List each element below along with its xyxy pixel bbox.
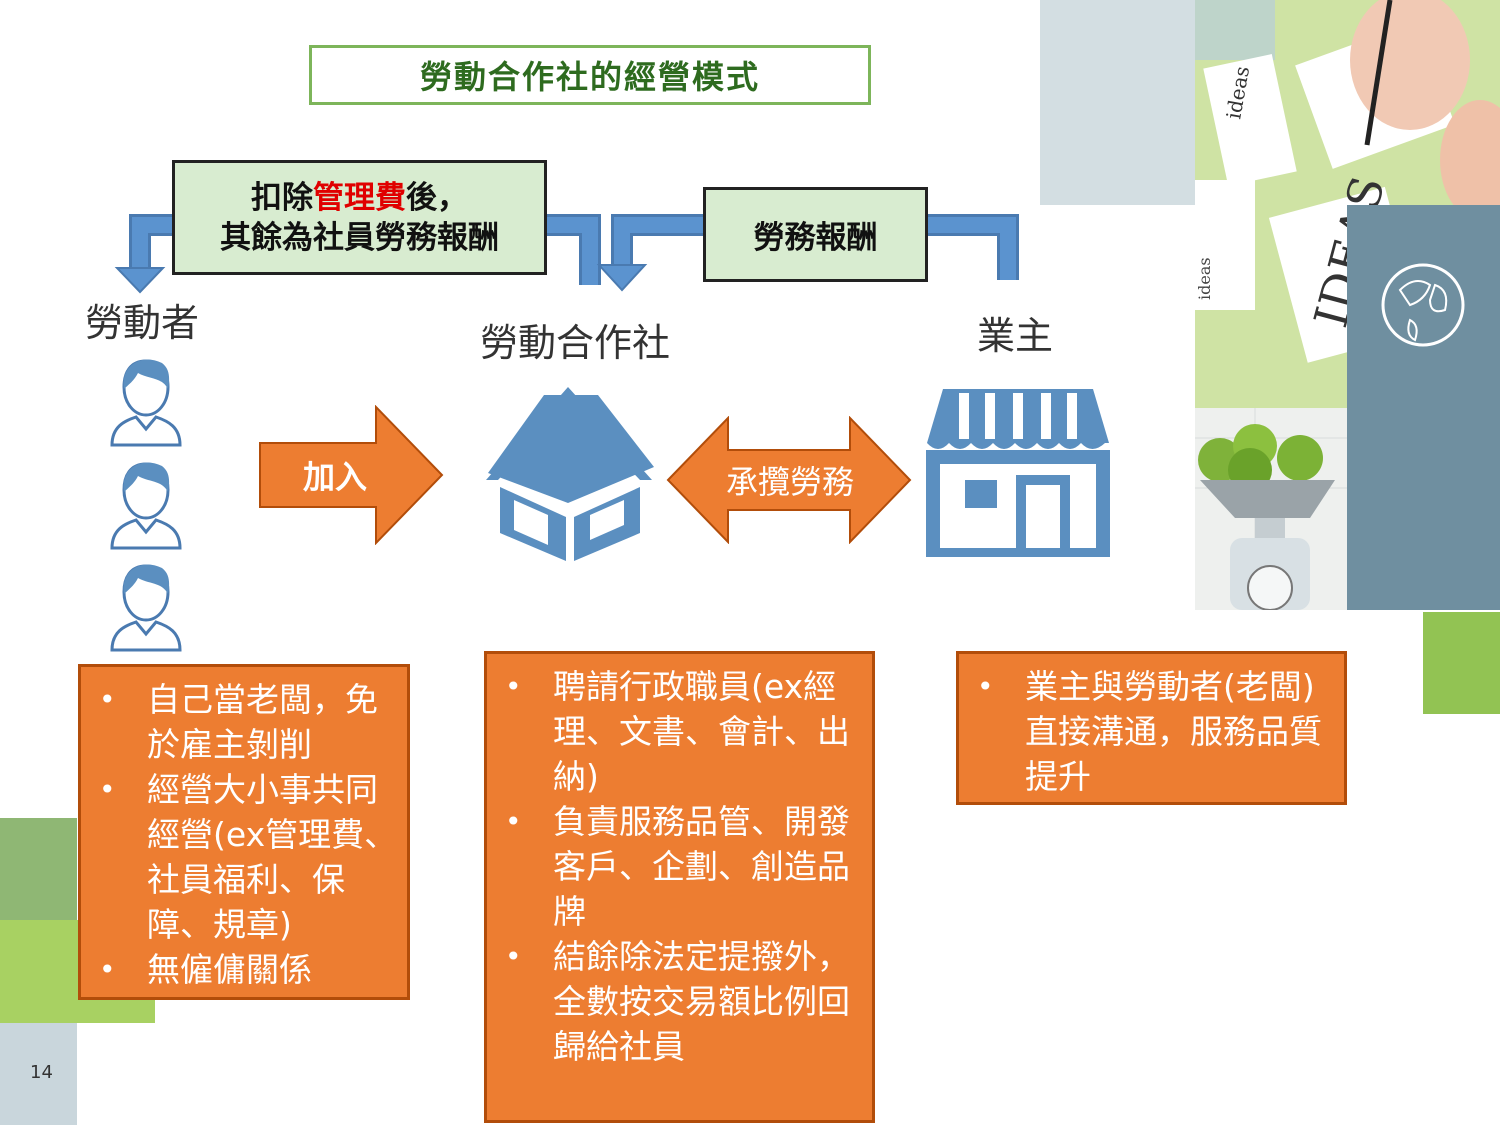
- employer-point-1: 業主與勞動者(老闆)直接溝通，服務品質提升: [1025, 667, 1322, 796]
- arrow-head: [114, 267, 166, 294]
- deco-block-left-1: [0, 818, 77, 920]
- apples-photo-illustration: [1195, 408, 1347, 611]
- payment-flow-arrows: [114, 214, 1019, 294]
- bullet-icon: •: [99, 773, 116, 806]
- worker-point-1: 自己當老闆，免於雇主剝削: [147, 680, 378, 764]
- svg-text:ideas: ideas: [1195, 257, 1214, 300]
- employer-benefits-box: • 業主與勞動者(老闆)直接溝通，服務品質提升: [956, 651, 1347, 805]
- person-icon: [110, 359, 182, 447]
- deduction-prefix: 扣除: [251, 179, 313, 216]
- store-icon: [926, 389, 1110, 557]
- person-icon: [110, 564, 182, 652]
- coop-point-3: 結餘除法定提撥外，全數按交易額比例回歸給社員: [553, 937, 850, 1066]
- deduction-line-2: 其餘為社員勞務報酬: [220, 219, 499, 256]
- worker-point-3: 無僱傭關係: [147, 950, 312, 989]
- deco-block-top-gray: [1040, 0, 1200, 205]
- house-icon: [486, 387, 654, 561]
- bullet-icon: •: [99, 953, 116, 986]
- bullet-icon: •: [505, 805, 522, 838]
- bullet-icon: •: [977, 670, 994, 703]
- page-number: 14: [30, 1062, 53, 1083]
- deco-block-left-3: [0, 1023, 77, 1125]
- deduction-suffix: 後，: [406, 179, 468, 216]
- worker-benefits-box: • 自己當老闆，免於雇主剝削 • 經營大小事共同經營(ex管理費、社員福利、保障、規…: [78, 664, 410, 1000]
- arrow-icon: [666, 416, 912, 544]
- list-item: • 結餘除法定提撥外，全數按交易額比例回歸給社員: [495, 934, 866, 1069]
- list-item: • 無僱傭關係: [89, 947, 401, 992]
- bullet-icon: •: [99, 683, 116, 716]
- deduction-label: 扣除管理費後， 其餘為社員勞務報酬: [172, 160, 547, 275]
- cooperative-duties-list: • 聘請行政職員(ex經理、文書、會計、出納) • 負責服務品管、開發客戶、企劃、創…: [495, 664, 866, 1069]
- deco-block-teal: [1347, 408, 1500, 610]
- page-title: 勞動合作社的經營模式: [309, 45, 871, 105]
- deduction-line-1: 扣除管理費後，: [251, 178, 468, 218]
- list-item: • 聘請行政職員(ex經理、文書、會計、出納): [495, 664, 866, 799]
- contract-double-arrow: [666, 416, 912, 544]
- employer-title: 業主: [977, 314, 1054, 358]
- deco-photo-apples: [1195, 408, 1347, 611]
- person-icon: [110, 462, 182, 550]
- ideas-photo-illustration: ideas IDEAS ideas: [1195, 0, 1500, 408]
- coop-point-1: 聘請行政職員(ex經理、文書、會計、出納): [553, 667, 850, 796]
- worker-point-2: 經營大小事共同經營(ex管理費、社員福利、保障、規章): [147, 770, 398, 944]
- list-item: • 自己當老闆，免於雇主剝削: [89, 677, 401, 767]
- management-fee-highlight: 管理費: [313, 179, 406, 216]
- employer-benefits-list: • 業主與勞動者(老闆)直接溝通，服務品質提升: [967, 664, 1338, 799]
- join-arrow: [259, 405, 444, 545]
- list-item: • 負責服務品管、開發客戶、企劃、創造品牌: [495, 799, 866, 934]
- coop-point-2: 負責服務品管、開發客戶、企劃、創造品牌: [553, 802, 850, 931]
- worker-title: 勞動者: [85, 301, 200, 345]
- bullet-icon: •: [505, 940, 522, 973]
- worker-benefits-list: • 自己當老闆，免於雇主剝削 • 經營大小事共同經營(ex管理費、社員福利、保障、規…: [89, 677, 401, 992]
- arrow-head: [596, 264, 648, 292]
- deco-block-green-right: [1423, 612, 1500, 714]
- cooperative-duties-box: • 聘請行政職員(ex經理、文書、會計、出納) • 負責服務品管、開發客戶、企劃、創…: [484, 651, 875, 1123]
- service-pay-label: 勞務報酬: [703, 187, 928, 282]
- deco-photo-ideas: ideas IDEAS ideas: [1195, 0, 1500, 408]
- arrow-icon: [259, 405, 444, 545]
- cooperative-title: 勞動合作社: [480, 321, 671, 365]
- list-item: • 業主與勞動者(老闆)直接溝通，服務品質提升: [967, 664, 1338, 799]
- list-item: • 經營大小事共同經營(ex管理費、社員福利、保障、規章): [89, 767, 401, 947]
- join-label: 加入: [302, 458, 367, 496]
- contract-label: 承攬勞務: [725, 463, 854, 501]
- bullet-icon: •: [505, 670, 522, 703]
